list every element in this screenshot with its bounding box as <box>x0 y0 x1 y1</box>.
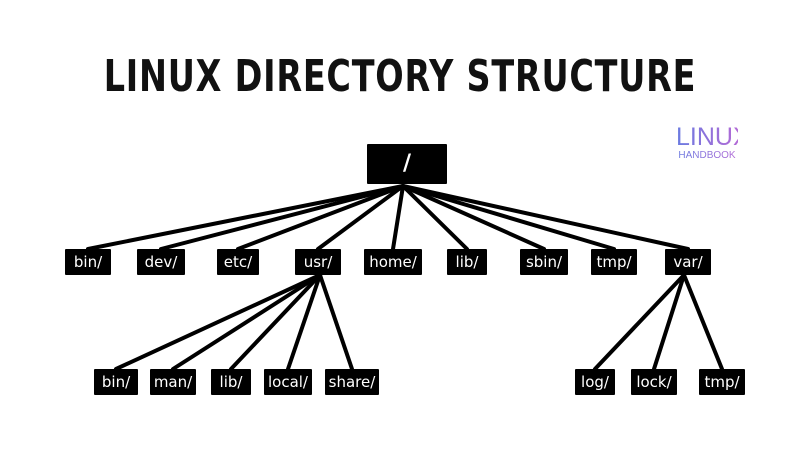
edge-var-var-lock <box>652 273 686 371</box>
node-usr-lib: lib/ <box>211 369 251 395</box>
edge-root-dev <box>159 184 405 251</box>
edge-usr-usr-bin <box>114 273 322 371</box>
node-home: home/ <box>364 249 422 275</box>
linux-handbook-logo: LINUX HANDBOOK <box>676 123 750 162</box>
node-usr-man: man/ <box>150 369 196 395</box>
node-var-lock: lock/ <box>631 369 677 395</box>
edge-usr-usr-man <box>171 273 322 371</box>
edge-root-sbin <box>401 184 546 251</box>
edge-usr-usr-lib <box>229 273 322 371</box>
edge-root-usr <box>316 184 405 251</box>
edge-root-etc <box>236 184 405 251</box>
node-var-tmp: tmp/ <box>699 369 745 395</box>
logo-wordmark-bottom: HANDBOOK <box>676 150 738 162</box>
node-bin: bin/ <box>65 249 111 275</box>
node-lib: lib/ <box>447 249 487 275</box>
node-usr-local: local/ <box>264 369 312 395</box>
edge-usr-usr-local <box>286 273 322 371</box>
node-etc: etc/ <box>217 249 259 275</box>
edge-var-var-log <box>593 273 686 371</box>
node-dev: dev/ <box>137 249 185 275</box>
node-tmp: tmp/ <box>591 249 637 275</box>
node-usr: usr/ <box>295 249 341 275</box>
edge-var-var-tmp <box>682 273 724 371</box>
edge-root-home <box>391 184 405 251</box>
edge-usr-usr-share <box>318 273 354 371</box>
node-usr-share: share/ <box>325 369 379 395</box>
node-usr-bin: bin/ <box>94 369 138 395</box>
edge-root-bin <box>86 184 405 251</box>
logo-wordmark-top: LINUX <box>676 123 750 151</box>
node-sbin: sbin/ <box>520 249 568 275</box>
diagram-title: LINUX DIRECTORY STRUCTURE <box>103 51 697 102</box>
node-var-log: log/ <box>575 369 615 395</box>
edge-root-var <box>401 184 690 251</box>
node-root: / <box>367 144 447 184</box>
node-var: var/ <box>665 249 711 275</box>
edge-root-tmp <box>401 184 616 251</box>
edge-root-lib <box>401 184 469 251</box>
